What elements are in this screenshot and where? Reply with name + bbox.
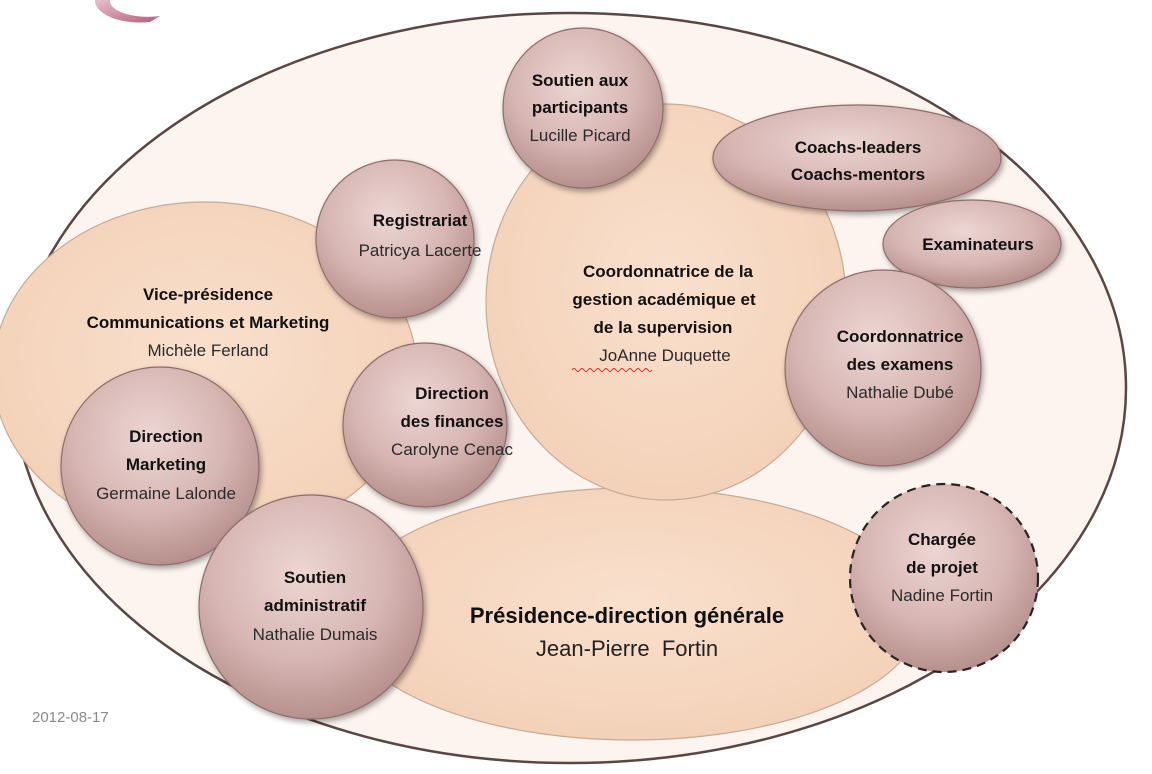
registrariat-title: Registrariat (373, 211, 468, 230)
spellcheck-underline (571, 368, 653, 372)
chargee-projet-title-2: de projet (906, 558, 978, 577)
vice-presidence-name: Michèle Ferland (148, 341, 269, 360)
presidence-title: Présidence-direction générale (470, 603, 784, 628)
presidence-name: Jean-Pierre Fortin (536, 636, 718, 661)
coordonnatrice-gestion-title-1: Coordonnatrice de la (583, 262, 754, 281)
coordonnatrice-gestion-title-2: gestion académique et (572, 290, 756, 309)
chargee-projet-name: Nadine Fortin (891, 586, 993, 605)
soutien-participants-bubble (502, 27, 664, 189)
examinateurs-bubble (882, 199, 1062, 289)
date-label: 2012-08-17 (32, 709, 109, 726)
coachs-bubble (712, 104, 1002, 212)
registrariat-bubble (315, 159, 475, 319)
direction-finances-title-2: des finances (401, 412, 504, 431)
direction-finances-name: Carolyne Cenac (391, 440, 513, 459)
soutien-administratif-bubble (198, 494, 424, 720)
direction-marketing-name: Germaine Lalonde (96, 484, 236, 503)
soutien-administratif-title-2: administratif (264, 596, 366, 615)
coordonnatrice-examens-title-2: des examens (847, 355, 954, 374)
chargee-projet-bubble (848, 482, 1040, 674)
coordonnatrice-examens-name: Nathalie Dubé (846, 383, 954, 402)
direction-finances-bubble (342, 342, 508, 508)
direction-marketing-bubble (60, 366, 260, 566)
soutien-participants-name: Lucille Picard (529, 126, 630, 145)
coordonnatrice-gestion-title-3: de la supervision (594, 318, 733, 337)
coachs-title-1: Coachs-leaders (795, 138, 922, 157)
coachs-title-2: Coachs-mentors (791, 165, 925, 184)
coordonnatrice-gestion-name: JoAnne Duquette (599, 346, 730, 365)
direction-finances-title-1: Direction (415, 384, 489, 403)
vice-presidence-title-2: Communications et Marketing (87, 313, 330, 332)
direction-marketing-title-2: Marketing (126, 455, 206, 474)
soutien-administratif-title-1: Soutien (284, 568, 346, 587)
logo-fragment (94, 0, 160, 23)
coordonnatrice-examens-bubble (784, 269, 982, 467)
soutien-participants-title-1: Soutien aux (532, 71, 629, 90)
chargee-projet-title-1: Chargée (908, 530, 976, 549)
soutien-participants-title-2: participants (532, 98, 628, 117)
coordonnatrice-examens-title-1: Coordonnatrice (837, 327, 964, 346)
examinateurs-title: Examinateurs (922, 235, 1034, 254)
vice-presidence-title-1: Vice-présidence (143, 285, 273, 304)
registrariat-name: Patricya Lacerte (359, 241, 482, 260)
soutien-administratif-name: Nathalie Dumais (253, 625, 378, 644)
direction-marketing-title-1: Direction (129, 427, 203, 446)
